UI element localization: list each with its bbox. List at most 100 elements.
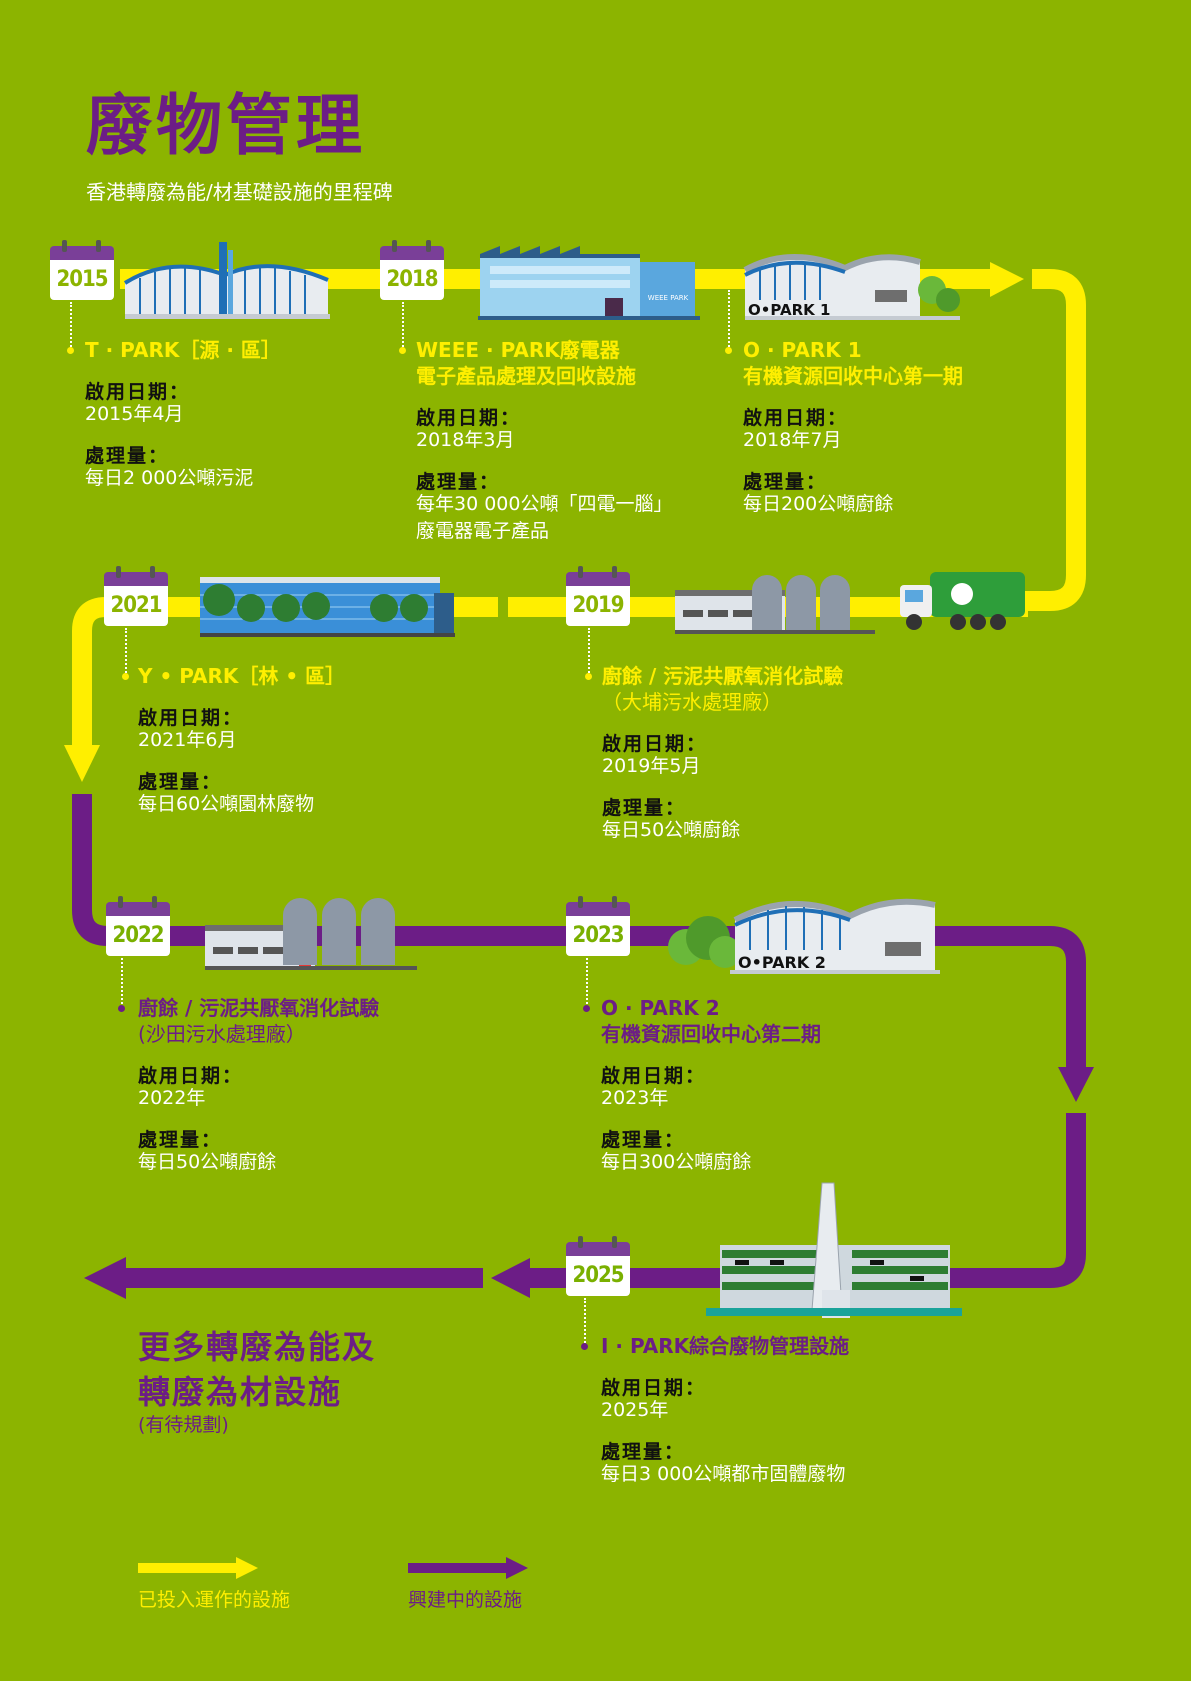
arrow-icon xyxy=(1058,1067,1094,1102)
connector-line xyxy=(125,628,127,676)
bullet-dot xyxy=(725,347,732,354)
capacity-label: 處理量： xyxy=(416,471,501,493)
o-park-2-building-illustration: O•PARK 2 xyxy=(668,898,940,974)
start-date-label: 啟用日期： xyxy=(85,381,191,403)
start-date-value: 2023年 xyxy=(601,1087,669,1109)
facility-name-i-park: I · PARK綜合廢物管理設施 xyxy=(601,1334,850,1358)
arrow-icon xyxy=(84,1257,126,1299)
bullet-dot xyxy=(399,347,406,354)
arrow-icon xyxy=(990,262,1024,297)
i-park-building-illustration xyxy=(706,1182,962,1318)
capacity-label: 處理量： xyxy=(138,1129,223,1151)
calendar-icon: 2018 xyxy=(380,240,444,300)
connector-line xyxy=(586,958,588,1008)
year-2021: 2021 xyxy=(104,586,168,626)
bullet-dot xyxy=(583,1005,590,1012)
facility-name-t-park: T · PARK［源 · 區］ xyxy=(85,338,281,362)
year-2022: 2022 xyxy=(106,916,170,956)
calendar-icon: 2015 xyxy=(50,240,114,300)
year-2019: 2019 xyxy=(566,586,630,626)
connector-line xyxy=(584,1298,586,1346)
arrow-icon xyxy=(408,1557,528,1579)
future-facilities-heading: 更多轉廢為能及 xyxy=(138,1328,377,1366)
start-date-value: 2018年7月 xyxy=(743,429,842,451)
calendar-icon: 2021 xyxy=(104,566,168,626)
t-park-building-illustration xyxy=(123,242,330,319)
legend-label: 已投入運作的設施 xyxy=(138,1589,291,1611)
o-park-1-building-illustration: O•PARK 1 xyxy=(743,254,960,320)
future-facilities-note: (有待規劃) xyxy=(138,1414,229,1436)
start-date-label: 啟用日期： xyxy=(601,1377,707,1399)
bullet-dot xyxy=(585,673,592,680)
legend-under-construction: 興建中的設施 xyxy=(408,1555,528,1612)
calendar-icon: 2025 xyxy=(566,1236,630,1296)
connector-line xyxy=(728,290,730,350)
start-date-label: 啟用日期： xyxy=(743,407,849,429)
page-title: 廢物管理 xyxy=(86,87,366,164)
connector-line xyxy=(121,958,123,1008)
capacity-value: 每年30 000公噸「四電一腦」廢電器電子產品 xyxy=(416,493,673,542)
capacity-label: 處理量： xyxy=(602,797,687,819)
start-date-label: 啟用日期： xyxy=(601,1065,707,1087)
year-2025: 2025 xyxy=(566,1256,630,1296)
digester-plant-illustration xyxy=(205,898,417,970)
garbage-truck-icon xyxy=(900,572,1025,630)
o-park-1-sign: O•PARK 1 xyxy=(748,301,830,319)
capacity-label: 處理量： xyxy=(601,1129,686,1151)
connector-line xyxy=(70,302,72,350)
start-date-value: 2015年4月 xyxy=(85,403,184,425)
weee-park-building-illustration: WEEE PARK xyxy=(478,246,700,320)
connector-line xyxy=(402,302,404,350)
calendar-icon: 2023 xyxy=(566,896,630,956)
year-2023: 2023 xyxy=(566,916,630,956)
legend-label: 興建中的設施 xyxy=(408,1589,523,1611)
capacity-label: 處理量： xyxy=(743,471,828,493)
bullet-dot xyxy=(67,347,74,354)
start-date-value: 2022年 xyxy=(138,1087,206,1109)
legend-operational: 已投入運作的設施 xyxy=(138,1555,290,1612)
calendar-icon: 2019 xyxy=(566,566,630,626)
tree-icon xyxy=(203,584,428,622)
capacity-label: 處理量： xyxy=(601,1441,686,1463)
capacity-label: 處理量： xyxy=(138,771,223,793)
start-date-label: 啟用日期： xyxy=(416,407,522,429)
capacity-value: 每日3 000公噸都市固體廢物 xyxy=(601,1463,846,1485)
bullet-dot xyxy=(122,673,129,680)
connector-line xyxy=(588,628,590,676)
arrow-icon xyxy=(138,1557,258,1579)
weee-park-sign: WEEE PARK xyxy=(648,294,689,302)
capacity-value: 每日50公噸廚餘 xyxy=(602,819,741,841)
y-park-building-illustration xyxy=(200,577,455,637)
year-2018: 2018 xyxy=(380,260,444,300)
calendar-icon: 2022 xyxy=(106,896,170,956)
start-date-label: 啟用日期： xyxy=(138,1065,244,1087)
start-date-value: 2019年5月 xyxy=(602,755,701,777)
page-subtitle: 香港轉廢為能/材基礎設施的里程碑 xyxy=(86,180,393,204)
start-date-value: 2025年 xyxy=(601,1399,669,1421)
digester-plant-illustration xyxy=(675,575,875,634)
o-park-2-sign: O•PARK 2 xyxy=(738,953,826,972)
capacity-value: 每日300公噸廚餘 xyxy=(601,1151,752,1173)
facility-name-y-park: Y • PARK［林 • 區］ xyxy=(138,664,346,688)
capacity-label: 處理量： xyxy=(85,445,170,467)
capacity-value: 每日60公噸園林廢物 xyxy=(138,793,315,815)
start-date-label: 啟用日期： xyxy=(602,733,708,755)
capacity-value: 每日2 000公噸污泥 xyxy=(85,467,254,489)
facility-name-weee-park: WEEE · PARK廢電器電子產品處理及回收設施 xyxy=(416,338,636,388)
digester-tank-icon xyxy=(752,575,850,630)
year-2015: 2015 xyxy=(50,260,114,300)
start-date-value: 2021年6月 xyxy=(138,729,237,751)
facility-name-sha-tin-codigestion: 廚餘 / 污泥共厭氧消化試驗(沙田污水處理廠） xyxy=(138,996,380,1046)
bullet-dot xyxy=(118,1005,125,1012)
capacity-value: 每日200公噸廚餘 xyxy=(743,493,894,515)
arrow-icon xyxy=(64,745,100,782)
future-facilities-heading: 轉廢為材設施 xyxy=(138,1373,343,1411)
digester-tank-icon xyxy=(283,898,395,965)
capacity-value: 每日50公噸廚餘 xyxy=(138,1151,277,1173)
start-date-label: 啟用日期： xyxy=(138,707,244,729)
start-date-value: 2018年3月 xyxy=(416,429,515,451)
recycle-icon xyxy=(951,583,973,605)
